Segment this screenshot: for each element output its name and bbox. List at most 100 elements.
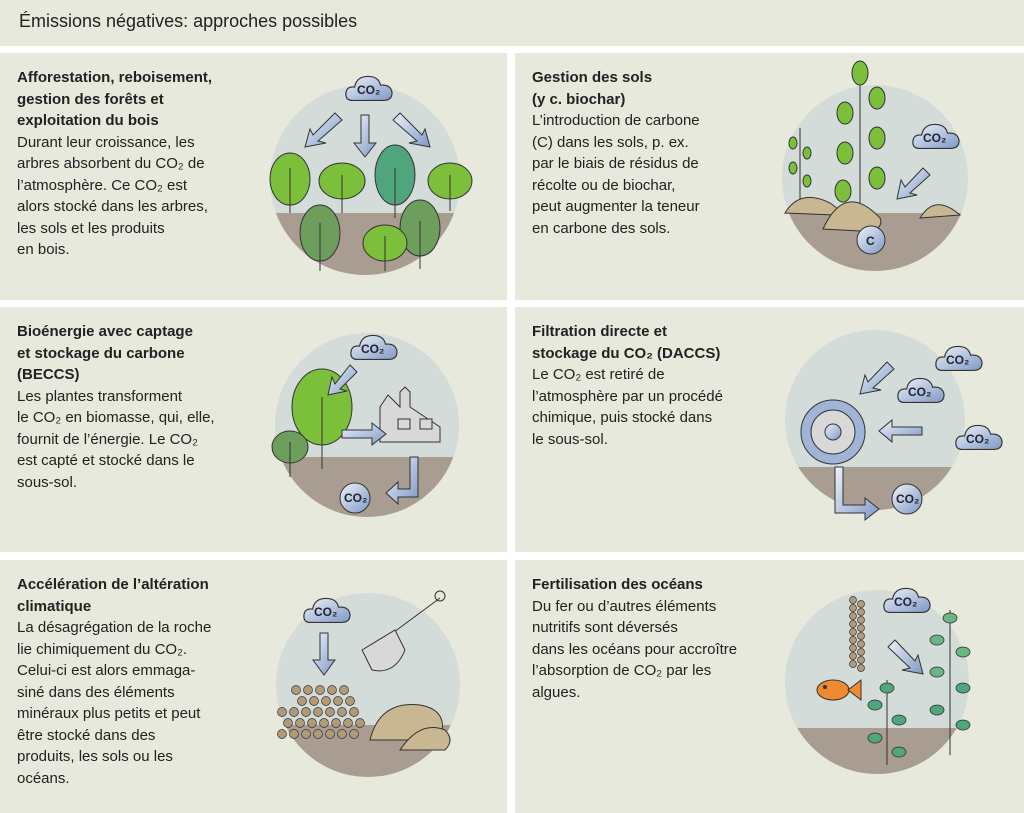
pebble [283,718,293,728]
panel-title: Fertilisation des océans [532,576,703,593]
algae-leaf [879,682,895,694]
iron-particle [857,648,865,656]
arrow-icon [304,112,431,158]
rock-pile-icon [369,703,451,751]
co2-label: CO₂ [966,432,989,446]
arrow-icon [896,167,931,200]
iron-particle [857,600,865,608]
panel-body: Les plantes transforment le CO₂ en bioma… [17,387,215,491]
algae-leaf [929,634,945,646]
panel-body: Du fer ou d’autres éléments nutritifs so… [532,597,738,701]
iron-particle [849,636,857,644]
pebble [303,685,313,695]
pebble [315,685,325,695]
pebble [349,729,359,739]
iron-particle [849,620,857,628]
co2-label: CO₂ [361,342,384,356]
algae-leaf [891,714,907,726]
co2-label: CO₂ [908,385,931,399]
forest-illustration: CO₂ [269,75,473,275]
shovel-icon [361,590,446,672]
iron-particle [857,640,865,648]
pebble [325,707,335,717]
pebble [327,685,337,695]
panel-body: Le CO₂ est retiré de l’atmosphère par un… [532,366,723,448]
pebble [339,685,349,695]
pebble [337,729,347,739]
algae-leaf [955,646,971,658]
co2-label: CO₂ [896,492,919,506]
arrow-icon [834,361,923,522]
panel-body: L’introduction de carbone (C) dans les s… [532,112,700,237]
plant-icon [788,60,886,218]
pebble [345,696,355,706]
panel-title: Accélération de l’altération climatique [17,576,209,615]
iron-particle [849,604,857,612]
soil-illustration: CO₂ C [782,60,968,271]
pebble [277,729,287,739]
fish-icon [816,678,862,702]
pebble [321,696,331,706]
ocean-illustration: CO₂ [785,587,971,774]
weathering-illustration: CO₂ [276,590,460,777]
pebble [307,718,317,728]
pebble [333,696,343,706]
pebble [355,718,365,728]
pebble [313,707,323,717]
pebble [325,729,335,739]
algae-leaf [929,666,945,678]
daccs-illustration: CO₂ CO₂ CO₂ CO₂ [785,330,1003,522]
pebble [289,729,299,739]
iron-particles-icon [849,596,865,672]
iron-particle [849,652,857,660]
iron-particle [849,628,857,636]
algae-leaf [929,704,945,716]
panel-title: Gestion des sols (y c. biochar) [532,69,653,108]
panel-afforestation: Afforestation, reboisement, gestion des … [0,53,507,300]
co2-ball-icon [891,483,923,515]
co2-label: CO₂ [344,491,367,505]
pebble [343,718,353,728]
co2-label: CO₂ [357,83,380,97]
iron-particle [857,608,865,616]
panel-body: La désagrégation de la roche lie chimiqu… [17,619,212,787]
iron-particle [857,664,865,672]
panel-soil-management: Gestion des sols (y c. biochar) L’introdu… [515,53,1024,300]
soil-mound-icon [784,196,962,232]
pebble [301,729,311,739]
iron-particle [849,596,857,604]
co2-ball-icon [339,482,371,514]
panel-ocean-fertilisation: Fertilisation des océans Du fer ou d’autr… [515,560,1024,813]
carbon-ball-icon [856,225,886,255]
algae-icon [886,610,951,765]
factory-icon [379,386,441,443]
beccs-illustration: CO₂ CO₂ [271,333,459,517]
iron-particle [857,632,865,640]
iron-particle [857,616,865,624]
tree-icon [269,144,473,271]
iron-particle [849,660,857,668]
pebble [331,718,341,728]
pebble [297,696,307,706]
panel-beccs: Bioénergie avec captage et stockage du c… [0,307,507,552]
algae-leaf [942,612,958,624]
co2-label: CO₂ [314,605,337,619]
page-title: Émissions négatives: approches possibles [19,11,358,31]
arrow-icon [312,632,336,676]
co2-label: CO₂ [946,353,969,367]
co2-label: CO₂ [894,595,917,609]
pebbles-icon [277,685,365,739]
panel-daccs: Filtration directe et stockage du CO₂ (D… [515,307,1024,552]
pebble [301,707,311,717]
panel-title: Filtration directe et stockage du CO₂ (D… [532,323,721,362]
arrow-icon [327,364,419,506]
pebble [291,685,301,695]
pebble [277,707,287,717]
panel-title: Bioénergie avec captage et stockage du c… [17,323,193,383]
arrow-icon [887,639,924,675]
iron-particle [857,656,865,664]
co2-label: CO₂ [923,131,946,145]
pebble [337,707,347,717]
algae-leaf [891,746,907,758]
pebble [295,718,305,728]
